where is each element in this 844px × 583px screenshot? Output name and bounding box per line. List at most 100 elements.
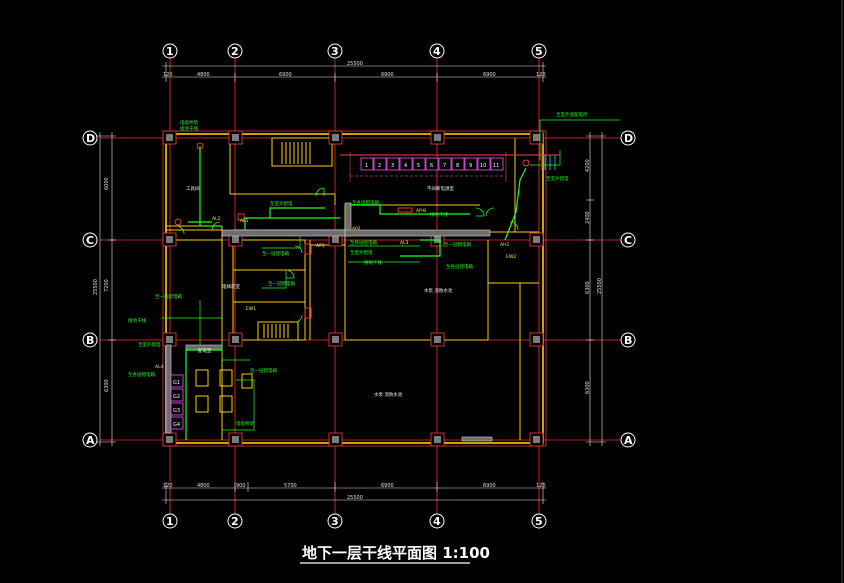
dim-top-5: 6900 <box>483 72 496 78</box>
note-cable-13: 至一层配电箱 <box>444 241 471 248</box>
top-dimensions: 25500 120 4800 6900 6900 6900 120 <box>162 61 546 82</box>
axis-5-top: 5 <box>535 45 543 58</box>
dim-top-1: 120 <box>163 72 173 78</box>
dim-left-2: 7200 <box>104 279 110 292</box>
note-fire-cable-2: 至一层配电箱 <box>268 280 295 287</box>
cyan-feeder <box>544 155 556 170</box>
note-cable-10: 至各层配电箱 <box>350 239 377 246</box>
panel-9: 9 <box>469 163 472 169</box>
axis-5-bottom: 5 <box>535 515 543 528</box>
dim-bottom-7: 120 <box>536 483 546 489</box>
switchgear-row: 1 2 3 4 5 6 7 8 9 10 11 <box>349 152 507 182</box>
axis-3-top: 3 <box>331 45 339 58</box>
panel-4: 4 <box>404 163 407 169</box>
axis-4-bottom: 4 <box>433 515 441 528</box>
axis-1-bottom: 1 <box>166 515 174 528</box>
panel-2: 2 <box>378 163 381 169</box>
axis-bubbles-left: D C B A <box>82 130 98 448</box>
tag-ew1: EW1 <box>246 306 256 312</box>
annotations: 工具间 不间断电源室 电梯前室 水泵 消防水池 配电室 水泵 消防水池 电缆桥架… <box>128 111 588 427</box>
side-switchgear: G1 G2 G3 G4 <box>170 369 253 430</box>
drawing-title: 地下一层干线平面图 1:100 <box>302 544 490 562</box>
dim-bottom-3: 900 <box>236 483 246 489</box>
room-ups: 不间断电源室 <box>427 185 454 192</box>
note-cable-9: 电缆桥架 <box>236 420 254 427</box>
tag-ap2: AP2 <box>352 226 361 232</box>
side-panel-2: G2 <box>173 394 180 400</box>
dim-top-total: 25500 <box>347 61 363 67</box>
panel-5: 5 <box>417 163 420 169</box>
dim-left-total: 25500 <box>93 279 99 295</box>
note-cable-5: 接地干线 <box>128 317 146 324</box>
dim-top-2: 4800 <box>197 72 210 78</box>
dim-right-1: 4200 <box>585 159 591 172</box>
axis-3-bottom: 3 <box>331 515 339 528</box>
dim-bottom-2: 4800 <box>197 483 210 489</box>
panel-11: 11 <box>493 163 499 169</box>
bottom-dimensions: 120 4800 900 5700 6900 6900 120 25500 <box>162 482 546 504</box>
dim-right-3: 6300 <box>585 281 591 294</box>
panel-1: 1 <box>365 163 368 169</box>
room-water: 水泵 消防水池 <box>374 391 403 398</box>
right-dimensions: 4200 2400 6300 6300 25500 <box>585 132 606 446</box>
dim-top-4: 6900 <box>381 72 394 78</box>
tag-al3: AL3 <box>400 240 409 246</box>
drawing-title-group: 地下一层干线平面图 1:100 <box>300 544 490 564</box>
note-cable-11: 至室外配电 <box>350 249 373 256</box>
tag-ah1: AH1 <box>500 242 509 248</box>
cable-trays <box>165 202 493 442</box>
left-dimensions: 6000 7200 6300 25500 <box>93 132 116 446</box>
axis-bubbles-bottom: 1 2 3 4 5 <box>162 513 547 529</box>
dim-right-4: 6300 <box>585 381 591 394</box>
panel-10: 10 <box>480 163 486 169</box>
dim-top-6: 120 <box>536 72 546 78</box>
axis-bubbles-top: 1 2 3 4 5 <box>162 43 547 59</box>
structural-columns <box>162 130 544 447</box>
axis-1-top: 1 <box>166 45 174 58</box>
stairs-bottom <box>263 324 289 338</box>
cable-runs <box>162 119 620 440</box>
axis-A-right: A <box>624 434 633 447</box>
note-cable-1: 电缆桥架 <box>180 119 198 126</box>
axis-D-right: D <box>624 132 633 145</box>
dim-top-3: 6900 <box>279 72 292 78</box>
dim-bottom-6: 6900 <box>483 483 496 489</box>
axis-D-left: D <box>86 132 95 145</box>
room-corridor: 配电室 <box>198 347 212 354</box>
note-cable-15: 接地干线 <box>430 211 448 218</box>
note-cable-14: 至各层配电箱 <box>446 263 473 270</box>
tag-apb: AP-B <box>416 208 426 214</box>
tag-al1: AL1 <box>240 218 249 224</box>
tag-ew2: EW2 <box>506 254 516 260</box>
axis-4-top: 4 <box>433 45 441 58</box>
note-cable-3: 至室外配电 <box>270 200 293 207</box>
panel-7: 7 <box>443 163 446 169</box>
axis-C-left: C <box>86 234 94 247</box>
axis-B-right: B <box>624 334 632 347</box>
dim-right-total: 25500 <box>597 278 603 294</box>
panel-6: 6 <box>430 163 433 169</box>
note-cable-2: 接地干线 <box>180 125 198 132</box>
dim-bottom-total: 25500 <box>347 495 363 501</box>
axis-C-right: C <box>624 234 632 247</box>
tag-al2: AL2 <box>212 216 221 222</box>
panel-8: 8 <box>456 163 459 169</box>
outer-walls <box>162 130 547 447</box>
axis-A-left: A <box>86 434 95 447</box>
dim-bottom-4: 5700 <box>284 483 297 489</box>
dim-left-1: 6000 <box>104 177 110 190</box>
room-dist: 电梯前室 <box>222 283 240 290</box>
axis-B-left: B <box>86 334 94 347</box>
note-right-2: 至室外配电 <box>546 175 569 182</box>
note-cable-6: 至室外配电 <box>138 341 161 348</box>
tag-ap1: AP1 <box>316 243 325 249</box>
note-cable-4: 至各层配电箱 <box>352 199 379 206</box>
side-panel-4: G4 <box>173 422 180 428</box>
note-fire-cable-3: 至一层配电箱 <box>155 293 182 300</box>
room-tool: 工具间 <box>186 185 200 192</box>
stairs-top <box>281 142 311 164</box>
red-markers <box>174 142 560 319</box>
doors <box>175 187 519 323</box>
side-panel-1: G1 <box>173 380 180 386</box>
